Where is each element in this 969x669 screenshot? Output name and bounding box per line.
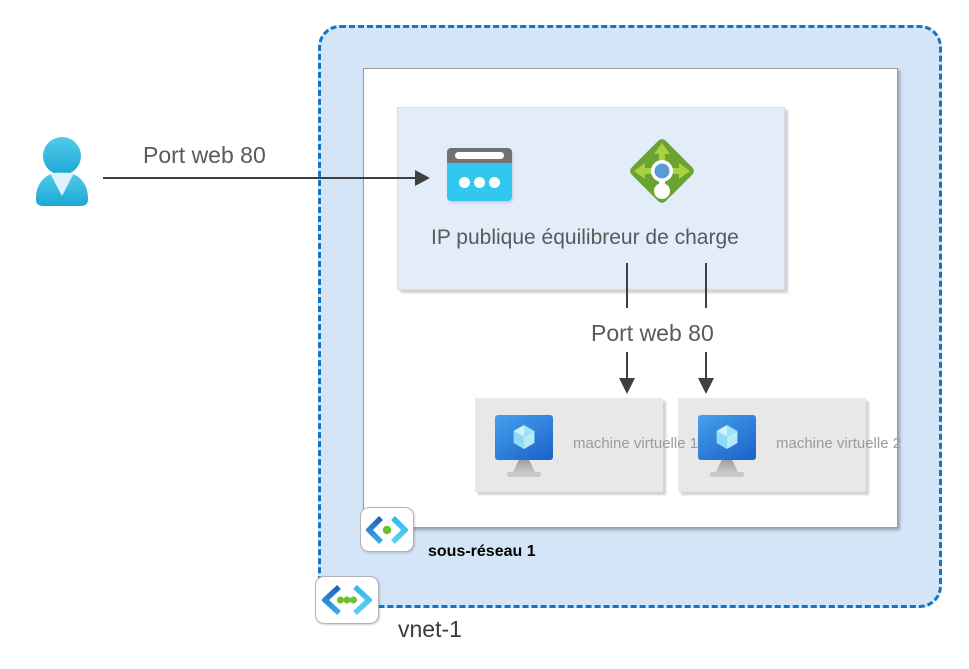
load-balancer-icon [626, 135, 698, 212]
browser-window-icon [447, 148, 512, 201]
browser-dot [459, 176, 470, 188]
vm1-label: machine virtuelle 1 [573, 435, 699, 452]
vm2-box [678, 398, 866, 492]
vm-monitor-screen [495, 415, 553, 460]
vm-monitor-screen [698, 415, 756, 460]
virtual-machine-icon [698, 415, 756, 477]
browser-addressbar [455, 152, 504, 159]
vm-monitor-stand [513, 460, 535, 472]
person-icon [34, 136, 90, 211]
vm-monitor-base [507, 472, 541, 477]
subnet-label: sous-réseau 1 [428, 543, 536, 560]
vm-monitor-base [710, 472, 744, 477]
virtual-machine-icon [495, 415, 553, 477]
lb-to-vm2-line-lower [705, 352, 707, 379]
browser-titlebar [447, 148, 512, 163]
browser-dot [489, 176, 500, 188]
vm-monitor-stand [716, 460, 738, 472]
lb-to-vm1-arrowhead-icon [619, 378, 635, 394]
user-to-lb-arrowhead-icon [415, 170, 430, 186]
lb-to-vm2-arrowhead-icon [698, 378, 714, 394]
user-to-lb-arrow-line [103, 177, 416, 179]
load-balancer-label: IP publique équilibreur de charge [431, 226, 739, 249]
port-web-80-lower-label: Port web 80 [591, 320, 714, 346]
browser-body [447, 163, 512, 201]
port-web-80-top-label: Port web 80 [143, 142, 266, 168]
vnet-label: vnet-1 [398, 616, 462, 642]
lb-to-vm1-line-lower [626, 352, 628, 379]
browser-dot [474, 176, 485, 188]
lb-to-vm1-line-upper [626, 263, 628, 308]
virtual-network-icon [315, 576, 379, 624]
subnet-icon [360, 507, 414, 552]
vm2-label: machine virtuelle 2 [776, 435, 902, 452]
vm1-box [475, 398, 663, 492]
lb-to-vm2-line-upper [705, 263, 707, 308]
